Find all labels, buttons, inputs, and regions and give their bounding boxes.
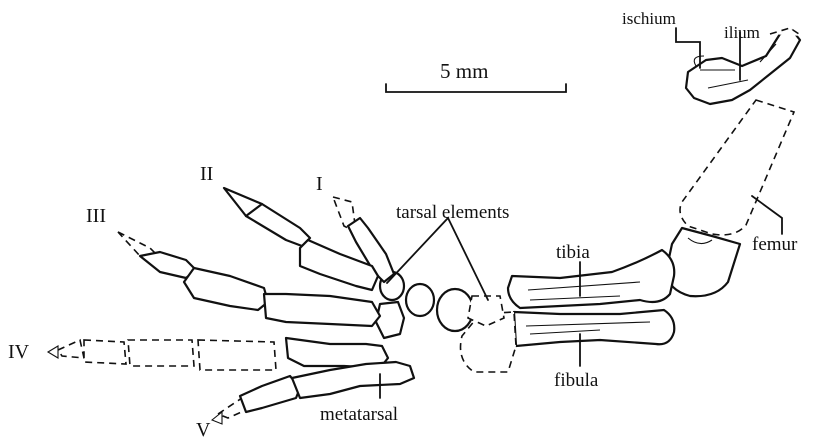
- tarsal-elements-label: tarsal elements: [396, 202, 509, 223]
- fibula-label: fibula: [554, 370, 599, 391]
- tibia-bone: [508, 250, 674, 308]
- digit-i-label: I: [316, 173, 323, 195]
- metatarsal-label: metatarsal: [320, 404, 398, 425]
- digit-v-label: V: [196, 419, 211, 440]
- digit-iv-label: IV: [8, 341, 30, 363]
- digit-ii-label: II: [200, 163, 213, 185]
- femur-label: femur: [752, 234, 798, 255]
- ischium-leader: [676, 28, 700, 68]
- digit-iv-bones: [58, 338, 388, 370]
- scale-bar-label: 5 mm: [440, 59, 488, 83]
- ilium-label: ilium: [724, 23, 760, 42]
- femur-bone: [666, 100, 794, 296]
- digit-v-pointer: [212, 412, 222, 424]
- tibia-label: tibia: [556, 242, 590, 263]
- scale-bar: [386, 84, 566, 92]
- digit-iii-label: III: [86, 205, 106, 227]
- ischium-label: ischium: [622, 9, 676, 28]
- digit-iv-pointer: [48, 346, 58, 358]
